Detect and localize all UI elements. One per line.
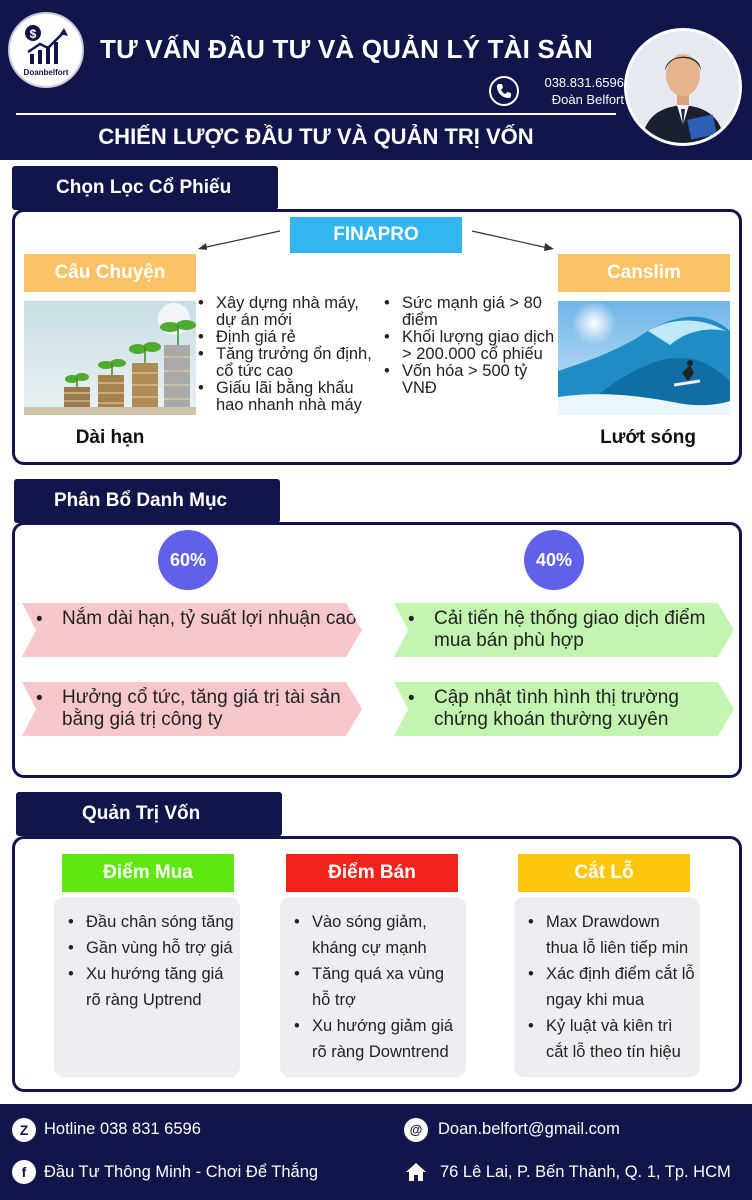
header-divider (16, 113, 616, 115)
list-item: Vào sóng giảm, kháng cự mạnh (290, 909, 462, 961)
facebook-icon: f (12, 1160, 36, 1184)
stock-selection-heading: Chọn Lọc Cổ Phiếu (12, 166, 278, 210)
list-item: Tăng quá xa vùng hỗ trợ (290, 961, 462, 1013)
buy-point-card: Đầu chân sóng tăng Gần vùng hỗ trợ giá X… (54, 897, 240, 1077)
finapro-tag: FINAPRO (290, 217, 462, 253)
list-item: Xác định điểm cắt lỗ ngay khi mua (524, 961, 696, 1013)
capital-heading: Quản Trị Vốn (16, 792, 282, 836)
allocation-right-item: • Cập nhật tình hình thị trường chứng kh… (394, 682, 734, 736)
list-item: Định giá rẻ (196, 329, 374, 347)
sell-point-card: Vào sóng giảm, kháng cự mạnh Tăng quá xa… (280, 897, 466, 1077)
list-item: Max Drawdown thua lỗ liên tiếp min (524, 909, 696, 961)
canslim-criteria-list: Sức mạnh giá > 80 điểm Khối lượng giao d… (382, 295, 558, 397)
list-item: Kỷ luật và kiên trì cắt lỗ theo tín hiệu (524, 1013, 696, 1065)
list-item: Khối lượng giao dịch > 200.000 cổ phiếu (382, 329, 558, 363)
long-term-caption: Dài hạn (75, 427, 145, 448)
phone-icon (489, 76, 519, 106)
footer: Z Hotline 038 831 6596 @ Doan.belfort@gm… (0, 1104, 752, 1200)
list-item: Tăng trưởng ổn định, cổ tức cao (196, 346, 374, 380)
list-item: Sức mạnh giá > 80 điểm (382, 295, 558, 329)
email-icon: @ (404, 1118, 428, 1142)
list-item: Xu hướng tăng giá rõ ràng Uptrend (64, 961, 236, 1013)
swing-trade-caption: Lướt sóng (600, 427, 696, 448)
stop-loss-card: Max Drawdown thua lỗ liên tiếp min Xác đ… (514, 897, 700, 1077)
bullet-icon: • (36, 688, 43, 709)
list-item: Gần vùng hỗ trợ giá (64, 935, 236, 961)
buy-point-tag: Điểm Mua (62, 854, 234, 892)
story-criteria-list: Xây dựng nhà máy, dự án mới Định giá rẻ … (196, 295, 374, 414)
allocation-right-percent: 40% (524, 530, 584, 590)
surfing-wave-image (558, 301, 730, 415)
story-tag: Câu Chuyện (24, 254, 196, 292)
canslim-tag: Canslim (558, 254, 730, 292)
list-item: Xây dựng nhà máy, dự án mới (196, 295, 374, 329)
contact-phone[interactable]: 038.831.6596 (544, 75, 624, 90)
growth-chart-icon: $ (25, 25, 68, 64)
list-item: Vốn hóa > 500 tỷ VNĐ (382, 363, 558, 397)
home-icon (404, 1160, 428, 1184)
avatar (624, 28, 742, 146)
footer-hotline[interactable]: Hotline 038 831 6596 (44, 1120, 201, 1138)
bullet-icon: • (408, 688, 415, 709)
list-item: Giấu lãi bằng khấu hao nhanh nhà máy (196, 380, 374, 414)
allocation-left-percent: 60% (158, 530, 218, 590)
zalo-icon: Z (12, 1118, 36, 1142)
contact-info: 038.831.6596 Đoàn Belfort (524, 74, 624, 108)
contact-name: Đoàn Belfort (551, 92, 624, 107)
allocation-left-item-text: Nắm dài hạn, tỷ suất lợi nhuận cao (62, 608, 357, 629)
branch-arrows (198, 230, 554, 251)
logo-text: Doanbelfort (23, 68, 69, 77)
bullet-icon: • (36, 609, 43, 630)
list-item: Đầu chân sóng tăng (64, 909, 236, 935)
allocation-left-item-text: Hưởng cổ tức, tăng giá trị tài sản bằng … (62, 687, 341, 730)
sell-point-tag: Điểm Bán (286, 854, 458, 892)
coins-plants-image (24, 301, 196, 415)
footer-email[interactable]: Doan.belfort@gmail.com (438, 1120, 620, 1138)
stop-loss-tag: Cắt Lỗ (518, 854, 690, 892)
bullet-icon: • (408, 609, 415, 630)
footer-slogan[interactable]: Đầu Tư Thông Minh - Chơi Để Thắng (44, 1163, 319, 1181)
allocation-right-item-text: Cải tiến hệ thống giao dịch điểm mua bán… (434, 608, 706, 651)
allocation-left-item: • Nắm dài hạn, tỷ suất lợi nhuận cao (22, 603, 362, 657)
allocation-right-item-text: Cập nhật tình hình thị trường chứng khoá… (434, 687, 679, 730)
page-subtitle: CHIẾN LƯỢC ĐẦU TƯ VÀ QUẢN TRỊ VỐN (98, 124, 534, 149)
list-item: Xu hướng giảm giá rõ ràng Downtrend (290, 1013, 462, 1065)
allocation-right-item: • Cải tiến hệ thống giao dịch điểm mua b… (394, 603, 734, 657)
svg-text:$: $ (30, 27, 37, 41)
allocation-left-item: • Hưởng cổ tức, tăng giá trị tài sản bằn… (22, 682, 362, 736)
header: $ Doanbelfort TƯ VẤN ĐẦU TƯ VÀ QUẢN LÝ T… (0, 0, 752, 160)
brand-logo: $ Doanbelfort (8, 12, 84, 88)
page-title: TƯ VẤN ĐẦU TƯ VÀ QUẢN LÝ TÀI SẢN (100, 34, 593, 64)
allocation-heading: Phân Bổ Danh Mục (14, 479, 280, 523)
footer-address: 76 Lê Lai, P. Bến Thành, Q. 1, Tp. HCM (440, 1163, 731, 1181)
